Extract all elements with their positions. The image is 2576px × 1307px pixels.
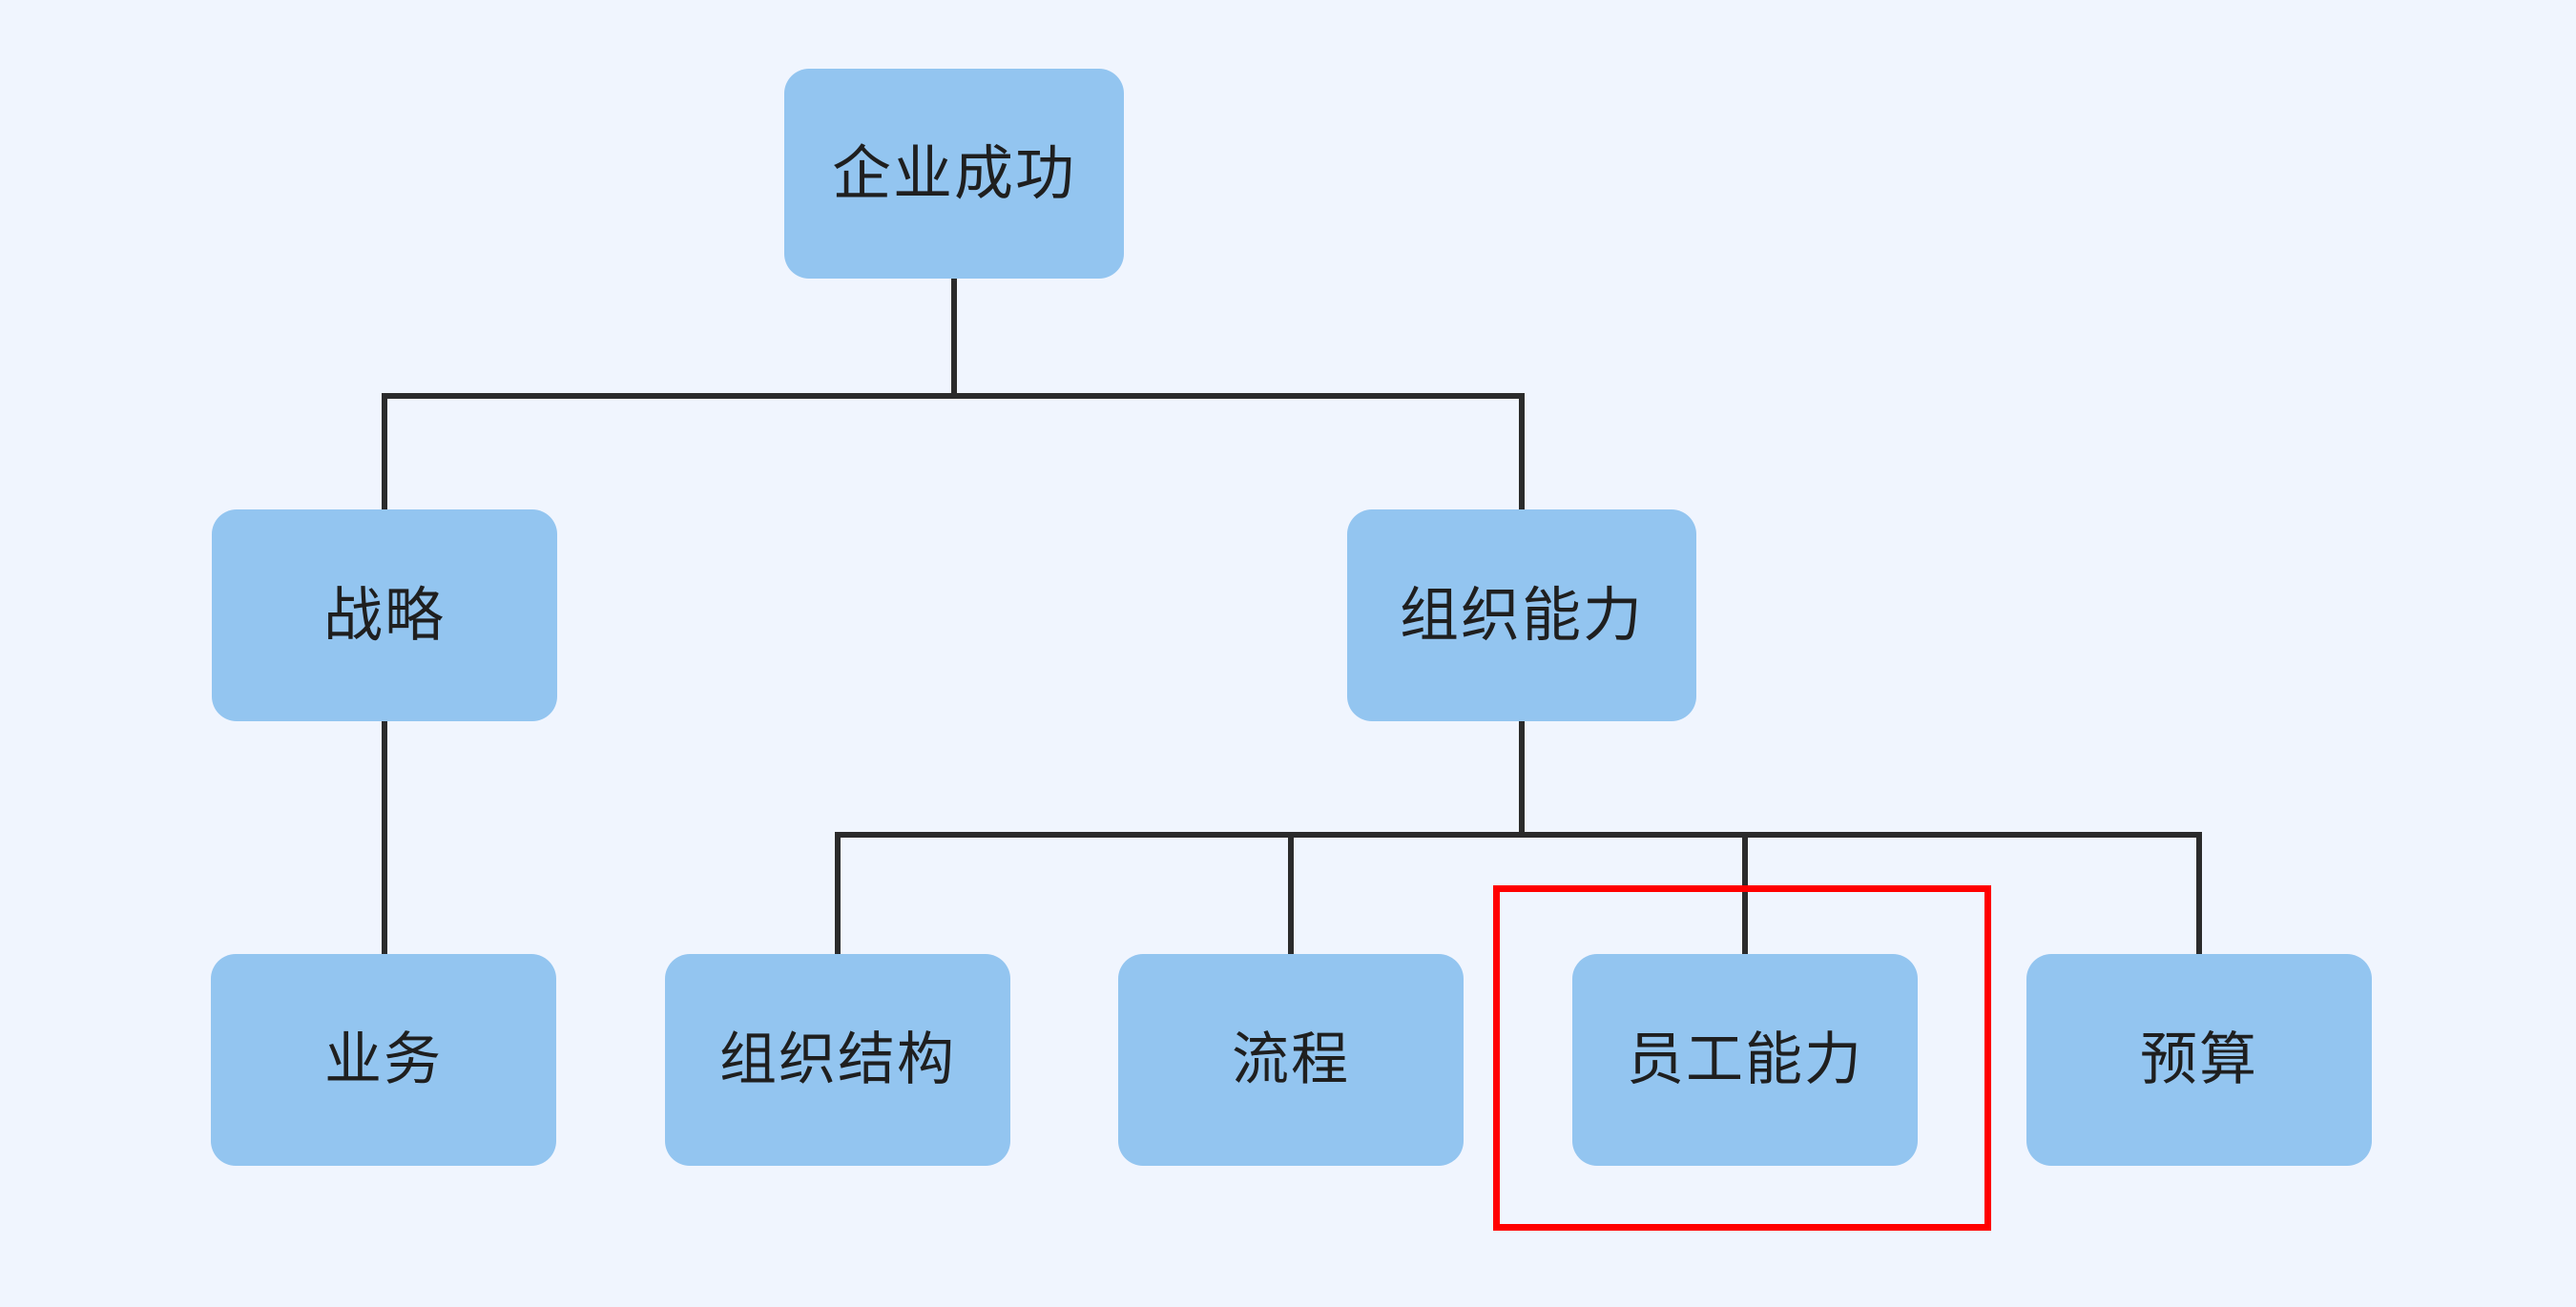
node-label-root: 企业成功	[831, 138, 1076, 208]
node-label-process: 流程	[1232, 1027, 1350, 1093]
node-label-business: 业务	[324, 1027, 443, 1093]
node-employee-capability[interactable]: 员工能力	[1572, 954, 1918, 1166]
node-label-org-structure: 组织结构	[719, 1027, 956, 1093]
node-org-capability[interactable]: 组织能力	[1347, 509, 1696, 721]
node-label-org-capability: 组织能力	[1399, 580, 1644, 650]
node-label-strategy: 战略	[322, 580, 446, 650]
node-process[interactable]: 流程	[1118, 954, 1464, 1166]
node-business[interactable]: 业务	[211, 954, 556, 1166]
node-root[interactable]: 企业成功	[784, 69, 1124, 279]
node-budget[interactable]: 预算	[2026, 954, 2372, 1166]
node-strategy[interactable]: 战略	[212, 509, 557, 721]
node-label-employee-capability: 员工能力	[1627, 1027, 1863, 1093]
node-org-structure[interactable]: 组织结构	[665, 954, 1010, 1166]
node-label-budget: 预算	[2140, 1027, 2258, 1093]
employee-capability-highlight-box	[1493, 885, 1991, 1231]
